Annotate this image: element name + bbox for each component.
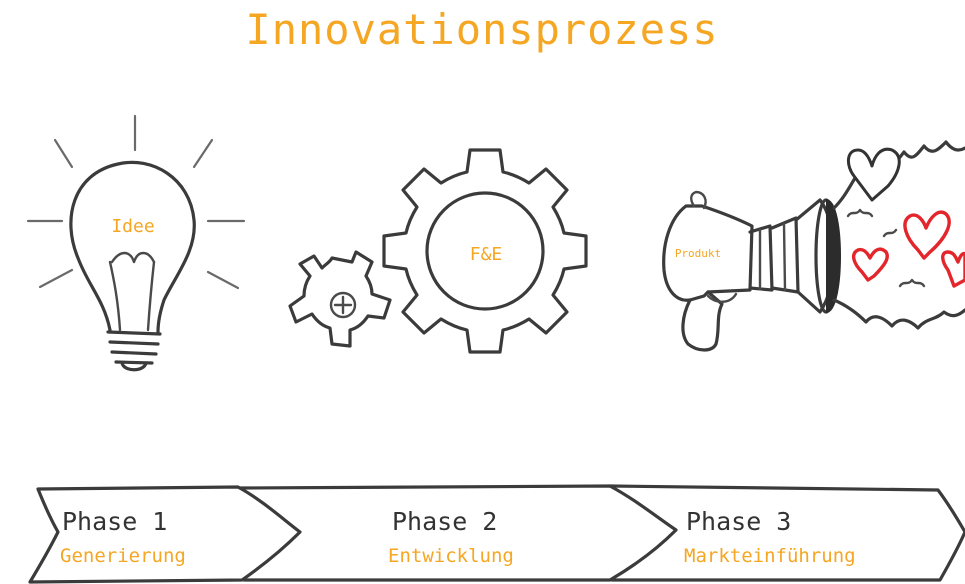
idea-label: Idee (111, 216, 154, 237)
diagram-title: Innovationsprozess (245, 5, 718, 54)
rnd-label: F&E (470, 244, 503, 265)
phase-1-name: Phase 1 (62, 507, 167, 536)
phase-arrow-band (28, 484, 965, 584)
phase-item: Phase 1 Generierung (60, 507, 186, 567)
phase-2-subtitle: Entwicklung (388, 545, 514, 567)
phase-2-name: Phase 2 (392, 507, 497, 536)
product-label: Produkt (675, 247, 721, 260)
phase-3-subtitle: Markteinführung (684, 545, 856, 567)
gears-icon (288, 148, 588, 354)
lightbulb-icon (26, 114, 246, 372)
phase-item: Phase 3 Markteinführung (684, 507, 856, 567)
phase-item: Phase 2 Entwicklung (388, 507, 514, 567)
phase-1-subtitle: Generierung (60, 545, 186, 567)
blaster-icon (662, 140, 965, 352)
phase-3-name: Phase 3 (686, 507, 791, 536)
